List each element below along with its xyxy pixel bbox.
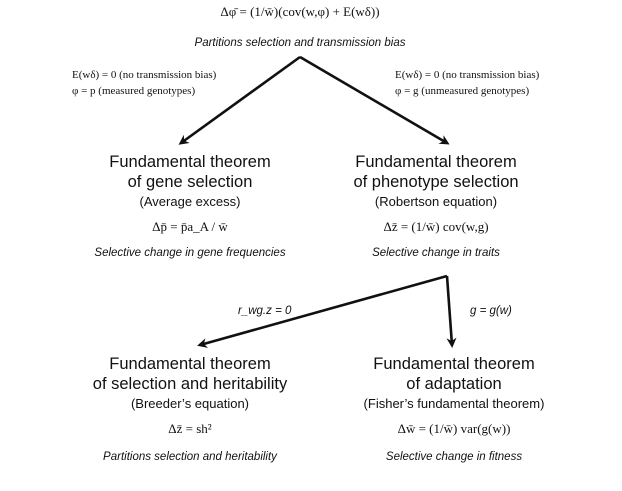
heritability-title-1: Fundamental theorem (109, 355, 271, 373)
adaptation-caption: Selective change in fitness (385, 451, 523, 463)
price-equation: Δφ̄ = (1/w̄)(cov(w,φ) + E(wδ)) (220, 4, 379, 20)
phenotype-selection-title-1: Fundamental theorem (355, 153, 517, 171)
lower-right-condition: g = g(w) (470, 305, 512, 317)
price-equation-text: Δφ̄ = (1/w̄)(cov(w,φ) + E(wδ)) (220, 4, 380, 19)
gene-selection-caption: Selective change in gene frequencies (94, 247, 286, 259)
adaptation-block: Fundamental theorem of adaptation (Fishe… (364, 354, 545, 463)
arrow-to-gene-selection (178, 55, 301, 145)
left-condition-line1: E(wδ) = 0 (no transmission bias) (72, 69, 217, 81)
adaptation-title-1: Fundamental theorem (373, 355, 535, 373)
adaptation-title-2: of adaptation (406, 375, 502, 393)
arrow-to-phenotype-selection (299, 55, 450, 145)
left-condition-line2: φ = p (measured genotypes) (72, 85, 196, 97)
phenotype-selection-equation: Δz̄ = (1/w̄) cov(w,g) (383, 219, 489, 234)
arrow-to-heritability (197, 274, 448, 348)
phenotype-selection-subtitle: (Robertson equation) (374, 194, 498, 209)
phenotype-selection-block: Fundamental theorem of phenotype selecti… (353, 152, 518, 259)
gene-selection-title-1: Fundamental theorem (109, 153, 271, 171)
heritability-caption: Partitions selection and heritability (103, 451, 277, 463)
lower-left-condition: r_wg.z = 0 (238, 305, 292, 317)
arrow-to-adaptation (445, 275, 457, 348)
right-condition-line2: φ = g (unmeasured genotypes) (395, 85, 530, 97)
gene-selection-title-2: of gene selection (127, 173, 253, 191)
heritability-title-2: of selection and heritability (92, 375, 288, 393)
heritability-subtitle: (Breeder’s equation) (130, 396, 250, 411)
gene-selection-block: Fundamental theorem of gene selection (A… (94, 152, 285, 259)
gene-selection-equation: Δp̄ = p̄a_A / w̄ (152, 219, 228, 234)
heritability-equation: Δz̄ = sh² (168, 421, 212, 436)
phenotype-selection-caption: Selective change in traits (372, 247, 500, 259)
heritability-block: Fundamental theorem of selection and her… (93, 354, 287, 463)
phenotype-selection-title-2: of phenotype selection (353, 173, 519, 191)
adaptation-subtitle: (Fisher’s fundamental theorem) (363, 396, 545, 411)
gene-selection-subtitle: (Average excess) (139, 194, 241, 209)
adaptation-equation: Δw̄ = (1/w̄) var(g(w)) (397, 421, 511, 436)
top-caption: Partitions selection and transmission bi… (194, 37, 406, 49)
right-condition-line1: E(wδ) = 0 (no transmission bias) (395, 69, 540, 81)
